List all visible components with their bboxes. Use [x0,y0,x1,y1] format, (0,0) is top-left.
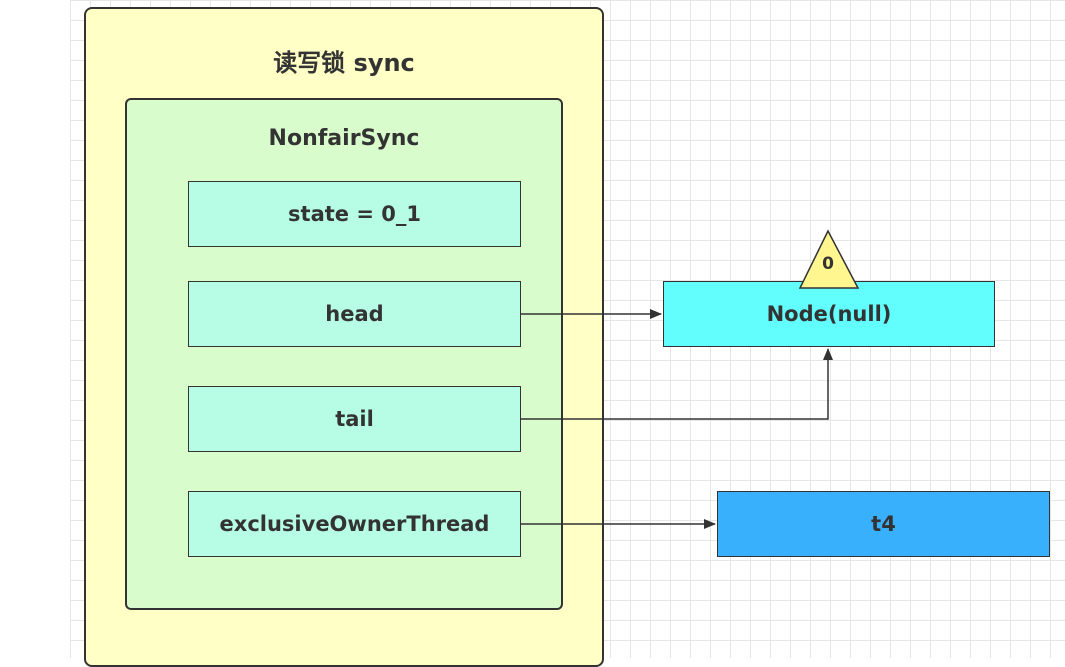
owner-thread-label: exclusiveOwnerThread [219,512,490,536]
state-label: state = 0_1 [288,202,421,226]
waitstatus-label: 0 [822,254,834,274]
head-field: head [188,281,521,347]
waitstatus-triangle [798,229,860,289]
null-node-label: Node(null) [766,302,892,326]
thread-t4: t4 [717,491,1050,557]
tail-arrow [521,348,833,420]
state-field: state = 0_1 [188,181,521,247]
owner-thread-field: exclusiveOwnerThread [188,491,521,557]
head-label: head [325,302,384,326]
null-node: Node(null) [663,281,995,347]
tail-label: tail [335,407,374,431]
sync-title: NonfairSync [268,126,420,151]
thread-t4-label: t4 [871,512,896,536]
tail-field: tail [188,386,521,452]
lock-title: 读写锁 sync [273,49,415,77]
